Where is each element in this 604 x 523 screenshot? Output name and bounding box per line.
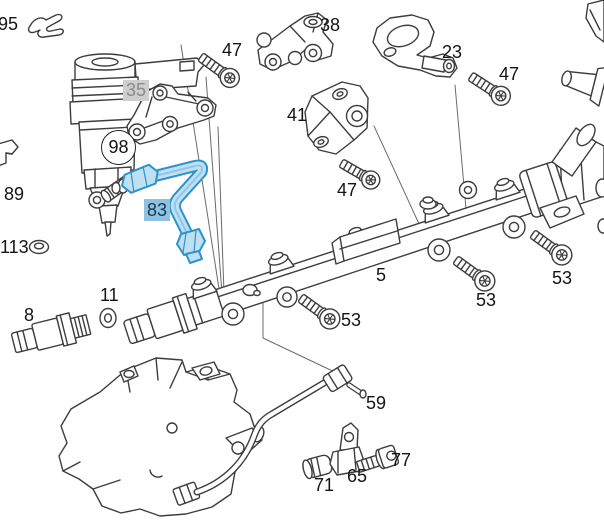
part-label-59[interactable]: 59 — [366, 393, 387, 413]
part-label-53-b[interactable]: 53 — [476, 290, 497, 310]
part-label-47-mid[interactable]: 47 — [337, 180, 358, 200]
fuel-pipe-59 — [172, 364, 367, 506]
part-label-53-a[interactable]: 53 — [341, 310, 362, 330]
part-label-98[interactable]: 98 — [101, 130, 136, 165]
sensor-8 — [10, 312, 92, 354]
fuel-line-83-highlighted[interactable] — [111, 159, 209, 264]
part-label-65[interactable]: 65 — [347, 466, 368, 486]
bracket-35 — [126, 83, 217, 145]
part-label-95[interactable]: 95 — [0, 14, 19, 34]
bolt-53-b — [452, 256, 496, 292]
rail-pressure-regulator — [519, 123, 604, 234]
bolt-53-a — [297, 294, 341, 330]
part-label-83[interactable]: 83 — [144, 199, 171, 221]
bolt-47-left — [197, 53, 240, 89]
bolt-53-c — [529, 230, 573, 266]
rail-end-sensor — [123, 288, 226, 345]
part-label-11[interactable]: 11 — [100, 285, 119, 305]
part-label-53-c[interactable]: 53 — [552, 268, 573, 288]
retaining-clip-95 — [27, 13, 64, 38]
high-pressure-pump — [58, 357, 265, 517]
corner-bracket — [585, 0, 604, 43]
bracket-23 — [372, 14, 458, 78]
fuel-rail-5 — [123, 123, 604, 345]
part-label-47-left[interactable]: 47 — [222, 40, 243, 60]
part-label-77[interactable]: 77 — [391, 450, 412, 470]
sleeve-71 — [302, 454, 333, 480]
part-label-38[interactable]: 38 — [320, 15, 341, 35]
washer-113 — [28, 239, 50, 255]
part-label-89[interactable]: 89 — [4, 184, 25, 204]
bolt-47-mid — [339, 159, 381, 190]
bracket-41 — [304, 81, 369, 155]
rail-mounting-lugs — [221, 180, 526, 326]
edge-part — [0, 139, 19, 166]
part-label-113[interactable]: 113 — [0, 237, 29, 257]
washer-11 — [99, 307, 117, 329]
stud-top-right — [561, 66, 604, 107]
part-label-23[interactable]: 23 — [442, 42, 463, 62]
part-label-35[interactable]: 35 — [123, 80, 150, 101]
bolt-47-right — [468, 72, 512, 107]
bracket-38 — [256, 12, 334, 71]
bolt-77 — [355, 444, 400, 473]
part-label-5[interactable]: 5 — [376, 265, 387, 285]
part-label-47-right[interactable]: 47 — [499, 64, 520, 84]
part-label-71[interactable]: 71 — [314, 475, 335, 495]
part-label-8[interactable]: 8 — [24, 305, 35, 325]
part-label-41[interactable]: 41 — [287, 105, 308, 125]
